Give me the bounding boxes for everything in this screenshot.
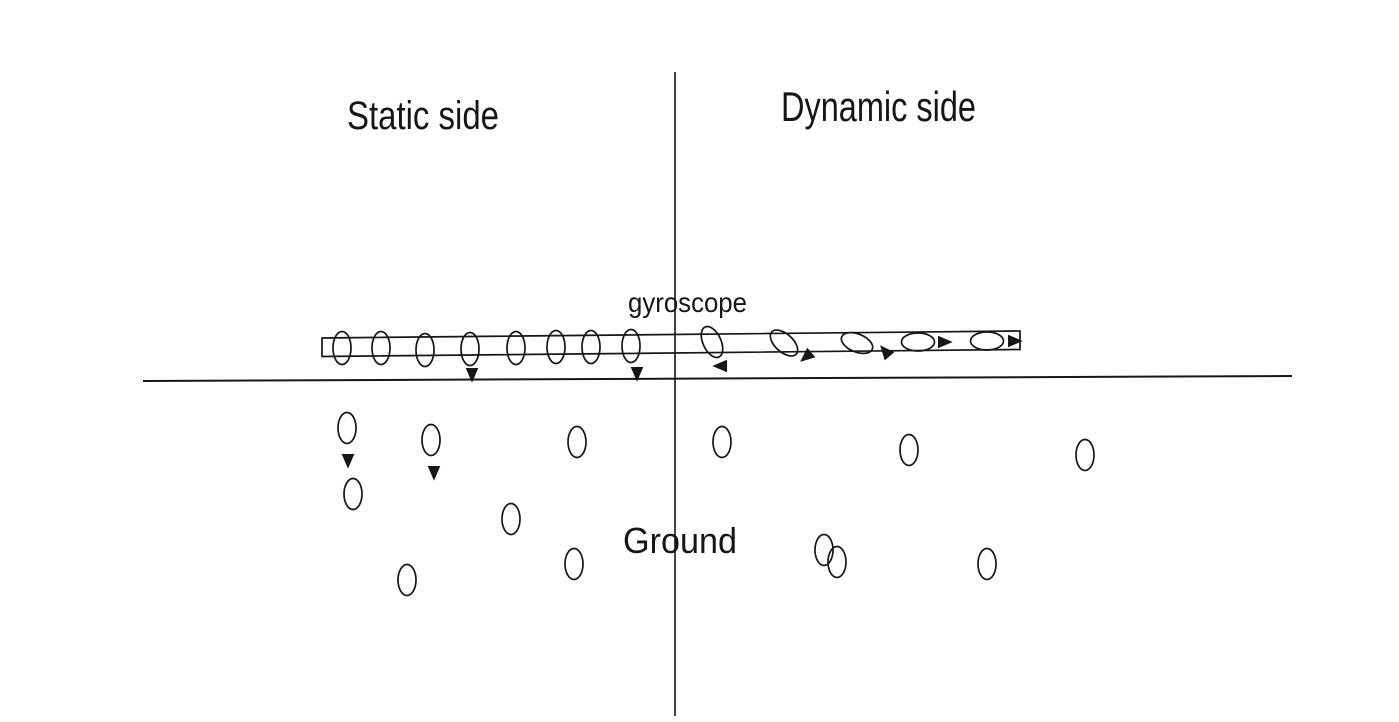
coil-ellipse — [506, 330, 526, 366]
arrow-icon — [938, 335, 953, 349]
coil-ellipse — [840, 331, 874, 355]
arrow-icon — [465, 368, 479, 383]
ground-ellipse — [899, 433, 919, 467]
ground-ellipse — [397, 563, 417, 597]
ground-ellipse — [421, 423, 441, 457]
ground-ellipse — [343, 477, 363, 511]
ground-ellipse — [337, 411, 357, 445]
ground-ellipse — [567, 425, 587, 459]
dynamic-side-label: Dynamic side — [781, 83, 976, 130]
arrows-group — [341, 334, 1023, 481]
ground-ellipse — [564, 547, 584, 581]
bar-ellipses-group — [332, 325, 1005, 368]
ground-ellipse — [501, 502, 521, 536]
ground-ellipses-group — [337, 411, 1095, 597]
coil-ellipse — [415, 332, 435, 368]
coil-ellipse — [332, 330, 352, 366]
coil-ellipse — [371, 330, 391, 366]
coil-ellipse — [969, 331, 1005, 351]
coil-ellipse — [546, 329, 566, 365]
arrow-icon — [341, 454, 355, 469]
coil-ellipse — [700, 325, 724, 359]
ground-ellipse — [1075, 438, 1095, 472]
ground-line — [142, 375, 1293, 382]
arrow-icon — [427, 466, 441, 481]
arrow-icon — [880, 345, 895, 361]
coil-ellipse — [460, 331, 480, 367]
gyroscope-label: gyroscope — [628, 287, 747, 318]
ground-ellipse — [827, 545, 847, 579]
gyroscope-bar — [321, 330, 1021, 358]
arrow-icon — [800, 347, 816, 362]
coil-ellipse — [581, 329, 601, 365]
ground-label: Ground — [623, 520, 737, 561]
ground-ellipse — [977, 547, 997, 581]
coil-ellipse — [621, 328, 641, 364]
coil-ellipse — [769, 329, 799, 357]
ground-ellipse — [712, 425, 732, 459]
static-side-label: Static side — [347, 94, 499, 138]
arrow-icon — [630, 367, 644, 382]
coil-ellipse — [900, 332, 936, 352]
arrow-icon — [1008, 334, 1023, 348]
ground-ellipse — [814, 533, 834, 567]
arrow-icon — [712, 359, 727, 373]
